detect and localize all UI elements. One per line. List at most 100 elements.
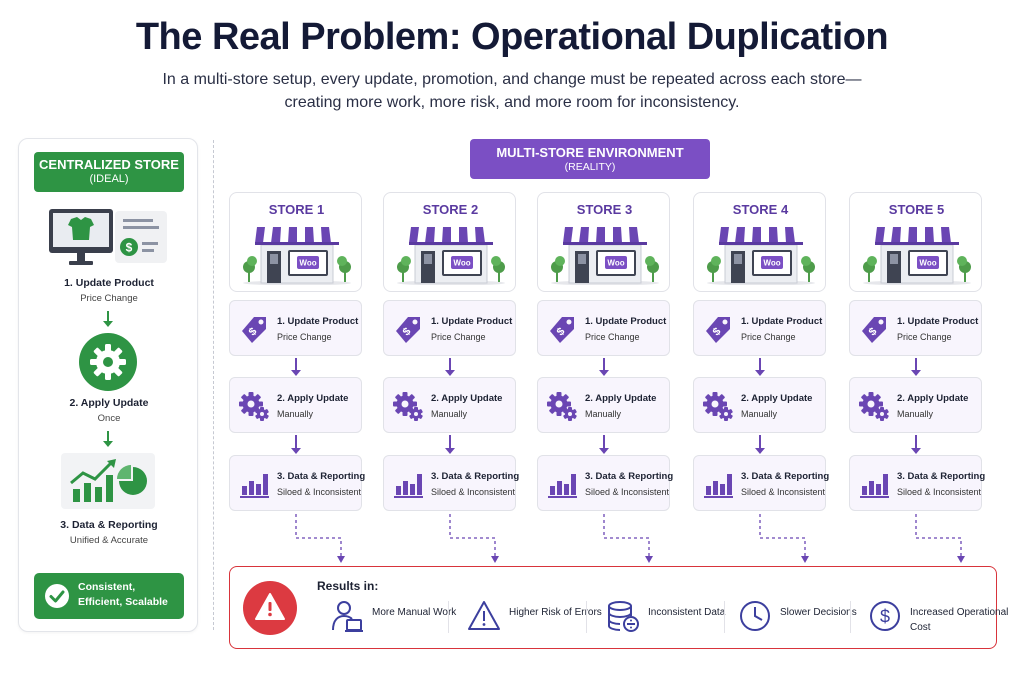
bar-chart-icon <box>240 474 269 498</box>
bar-chart-icon <box>394 474 423 498</box>
result-text: Higher Risk of Errors <box>509 607 602 618</box>
step-3-sub: Siloed & Inconsistent <box>741 487 826 497</box>
price-tag-icon: $ <box>706 317 730 343</box>
bar-chart-icon <box>704 474 733 498</box>
warning-icon <box>255 593 285 620</box>
step-3-sub: Siloed & Inconsistent <box>897 487 982 497</box>
centralized-arrow-1 <box>103 311 113 327</box>
step-2-title: 2. Apply Update <box>277 393 349 404</box>
centralized-store-header: CENTRALIZED STORE (IDEAL) <box>34 152 184 192</box>
centralized-store-subtitle: (IDEAL) <box>89 173 129 185</box>
step-2-title: 2. Apply Update <box>585 393 657 404</box>
centralized-step-2-title: 2. Apply Update <box>69 397 149 409</box>
result-text: Slower Decisions <box>780 607 857 618</box>
svg-text:Woo: Woo <box>763 259 780 268</box>
step-1-title: 1. Update Product <box>897 316 979 327</box>
svg-text:Woo: Woo <box>453 259 470 268</box>
flow-arrow-1 <box>291 358 301 376</box>
result-separator <box>586 601 587 633</box>
step-data-reporting: 3. Data & Reporting Siloed & Inconsisten… <box>849 455 985 511</box>
step-3-sub: Siloed & Inconsistent <box>277 487 362 497</box>
dashed-connector <box>449 514 499 563</box>
gears-icon <box>859 392 889 421</box>
gears-icon <box>547 392 577 421</box>
warning-triangle-icon <box>468 601 500 630</box>
step-data-reporting: 3. Data & Reporting Siloed & Inconsisten… <box>229 455 366 511</box>
centralized-step-1-sub: Price Change <box>80 293 138 304</box>
svg-text:Woo: Woo <box>607 259 624 268</box>
page-title: The Real Problem: Operational Duplicatio… <box>135 16 889 58</box>
step-1-sub: Price Change <box>277 332 332 342</box>
price-tag-icon: $ <box>550 317 574 343</box>
centralized-arrow-2 <box>103 431 113 447</box>
storefront-icon: Woo <box>551 227 659 285</box>
step-data-reporting: 3. Data & Reporting Siloed & Inconsisten… <box>693 455 830 511</box>
store-card: STORE 2 <box>383 192 516 292</box>
database-icon <box>608 601 639 632</box>
price-tag-icon: $ <box>862 317 886 343</box>
growth-chart-icon <box>61 453 155 509</box>
panel-divider <box>213 140 214 630</box>
centralized-step-3-title: 3. Data & Reporting <box>60 519 158 531</box>
flow-arrow-2 <box>911 435 921 454</box>
flow-arrow-2 <box>445 435 455 454</box>
multi-store-header: MULTI-STORE ENVIRONMENT (REALITY) <box>470 139 710 179</box>
dashed-connector <box>295 514 345 563</box>
step-1-title: 1. Update Product <box>277 316 359 327</box>
store-card: STORE 1 <box>229 192 362 292</box>
flow-arrow-1 <box>911 358 921 376</box>
step-update-product: $ 1. Update Product Price Change <box>849 300 982 356</box>
flow-arrow-2 <box>291 435 301 454</box>
storefront-icon: Woo <box>397 227 505 285</box>
store-name: STORE 3 <box>576 202 633 217</box>
step-3-title: 3. Data & Reporting <box>741 471 830 482</box>
flow-arrow-1 <box>445 358 455 376</box>
gears-icon <box>239 392 269 421</box>
gear-icon <box>79 333 137 391</box>
result-separator <box>850 601 851 633</box>
result-separator <box>448 601 449 633</box>
step-update-product: $ 1. Update Product Price Change <box>383 300 516 356</box>
price-tag-icon: $ <box>396 317 420 343</box>
step-apply-update: 2. Apply Update Manually <box>693 377 826 433</box>
step-2-sub: Manually <box>897 409 934 419</box>
results-box: Results in: More Manual Work Higher Risk… <box>229 566 1008 649</box>
result-text: Increased Operational Cost <box>910 607 1009 633</box>
step-update-product: $ 1. Update Product Price Change <box>229 300 362 356</box>
step-2-sub: Manually <box>277 409 314 419</box>
storefront-icon: Woo <box>243 227 351 285</box>
step-data-reporting: 3. Data & Reporting Siloed & Inconsisten… <box>383 455 520 511</box>
flow-arrow-2 <box>755 435 765 454</box>
step-apply-update: 2. Apply Update Manually <box>383 377 516 433</box>
flow-arrow-1 <box>755 358 765 376</box>
step-3-sub: Siloed & Inconsistent <box>431 487 516 497</box>
gears-icon <box>703 392 733 421</box>
step-apply-update: 2. Apply Update Manually <box>229 377 362 433</box>
bar-chart-icon <box>548 474 577 498</box>
store-name: STORE 4 <box>732 202 789 217</box>
step-2-sub: Manually <box>585 409 622 419</box>
result-separator <box>724 601 725 633</box>
store-card: STORE 3 <box>537 192 670 292</box>
step-3-sub: Siloed & Inconsistent <box>585 487 670 497</box>
step-1-sub: Price Change <box>585 332 640 342</box>
checkmark-icon <box>45 584 69 608</box>
step-3-title: 3. Data & Reporting <box>277 471 366 482</box>
centralized-store-panel: CENTRALIZED STORE (IDEAL) $ 1. Update Pr… <box>18 138 198 632</box>
step-update-product: $ 1. Update Product Price Change <box>537 300 670 356</box>
step-3-title: 3. Data & Reporting <box>431 471 520 482</box>
step-1-sub: Price Change <box>741 332 796 342</box>
alert-icon <box>243 581 297 635</box>
centralized-step-2-sub: Once <box>97 413 121 424</box>
store-name: STORE 1 <box>268 202 325 217</box>
result-text: Inconsistent Data <box>648 607 726 618</box>
price-tag-icon: $ <box>242 317 266 343</box>
step-1-title: 1. Update Product <box>741 316 823 327</box>
gears-icon <box>393 392 423 421</box>
centralized-store-title: CENTRALIZED STORE <box>39 157 179 172</box>
computer-product-icon: $ <box>49 209 167 265</box>
step-2-sub: Manually <box>431 409 468 419</box>
step-update-product: $ 1. Update Product Price Change <box>693 300 826 356</box>
step-apply-update: 2. Apply Update Manually <box>537 377 670 433</box>
store-card: STORE 4 <box>693 192 826 292</box>
